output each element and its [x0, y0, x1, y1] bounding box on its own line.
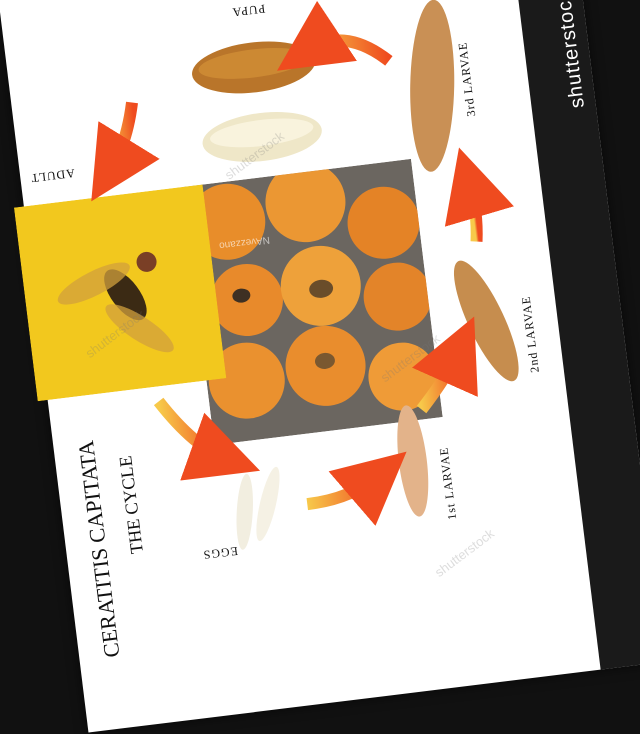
arrow-larvae1-to-larvae2: [412, 316, 478, 414]
fly-icon: [57, 251, 174, 353]
arrow-eggs-to-larvae1: [306, 451, 407, 526]
larva-2nd-icon: [453, 260, 519, 382]
arrow-pupa-to-adult: [91, 101, 160, 202]
arrow-larvae3-to-pupa: [277, 0, 393, 71]
adult-fly-photo: [13, 184, 227, 402]
larva-3rd-icon: [410, 0, 455, 172]
pupa-white-icon: [202, 111, 322, 162]
oranges-photo: NAvezzano: [182, 158, 443, 446]
arrow-larvae2-to-larvae3: [444, 147, 514, 242]
eggs-icon: [236, 466, 280, 550]
arrow-adult-to-eggs: [153, 397, 261, 481]
